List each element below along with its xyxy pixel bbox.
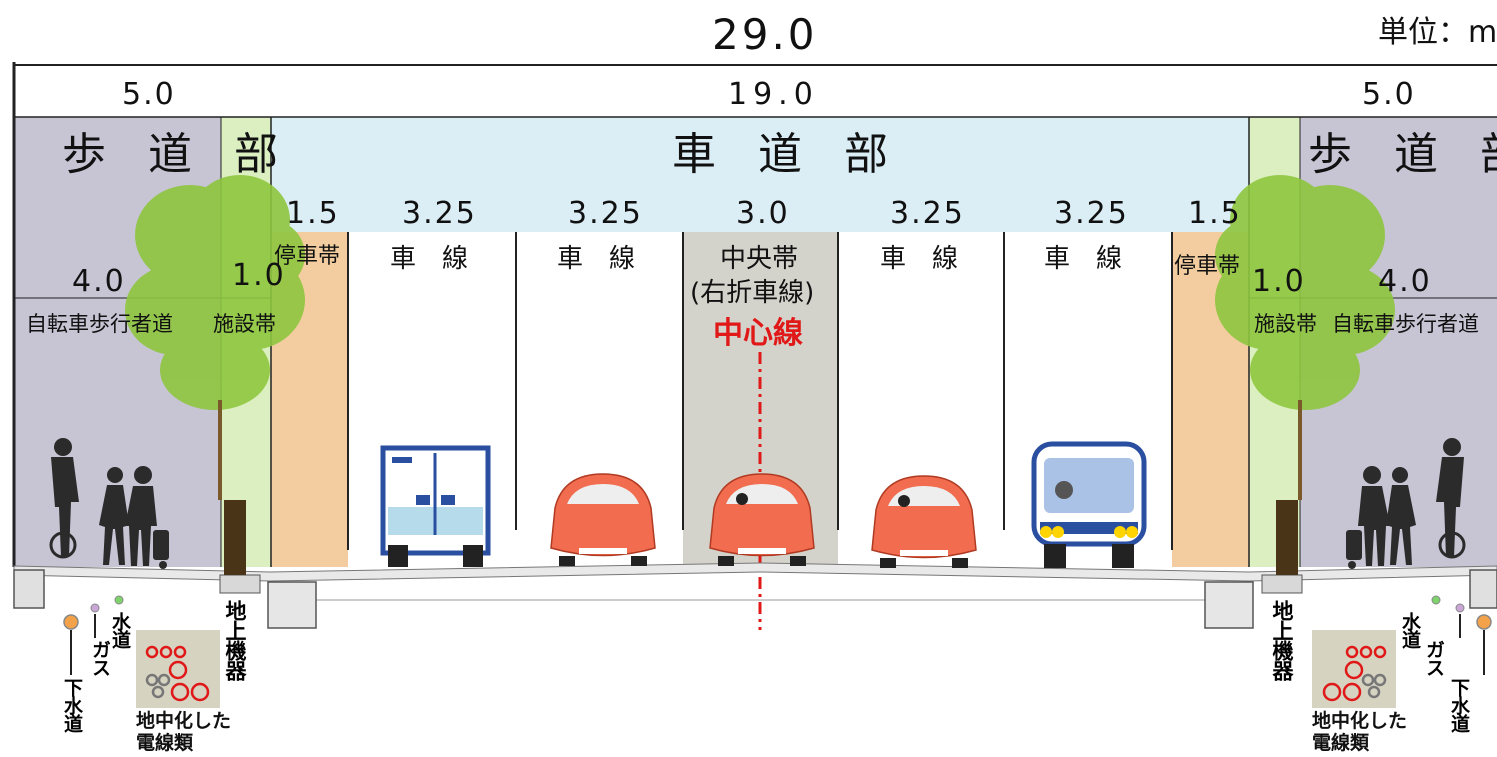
- tree-left-icon: [125, 175, 305, 575]
- sewer-label-left: 下水道: [61, 678, 83, 732]
- roadway-header-zone: [271, 117, 1249, 232]
- bike-path-right-label: 自転車歩行者道: [1332, 312, 1479, 336]
- parking-left-width: 1.5: [286, 196, 340, 231]
- parking-left-label: 停車帯: [274, 244, 341, 269]
- ground-equipment-label-right: 地上機器: [1270, 600, 1294, 680]
- facility-left-label: 施設帯: [213, 312, 276, 336]
- total-width-dimension: 29.0: [712, 10, 818, 59]
- lane1-label: 車 線: [390, 244, 469, 274]
- bike-path-left-label: 自転車歩行者道: [26, 312, 173, 336]
- cable-label-left-2: 電線類: [136, 732, 194, 754]
- gas-label-left: ガス: [89, 640, 111, 676]
- lane3-width: 3.25: [890, 196, 965, 231]
- lane1-width: 3.25: [402, 196, 477, 231]
- truck-icon: [380, 445, 491, 567]
- underground-cables-right-icon: [1312, 630, 1396, 708]
- unit-label: 単位：m: [1378, 15, 1497, 50]
- sewer-label-right: 下水道: [1448, 678, 1470, 732]
- median-label: 中央帯: [720, 244, 799, 274]
- cable-label-right-1: 地中化した: [1312, 710, 1408, 732]
- facility-left-width: 1.0: [232, 258, 286, 293]
- sidewalk-right-width: 5.0: [1362, 77, 1416, 112]
- bus-icon: [1031, 441, 1147, 568]
- car-lane4-icon: [871, 475, 977, 568]
- median-label-sub: (右折車線): [690, 278, 815, 308]
- sidewalk-left-heading: 歩 道 部: [62, 129, 292, 180]
- centerline-label: 中心線: [713, 316, 803, 351]
- bike-path-right-width: 4.0: [1378, 264, 1432, 299]
- ground-equipment-label-left: 地上機器: [223, 600, 247, 680]
- bike-path-left-width: 4.0: [72, 264, 126, 299]
- roadway-heading: 車 道 部: [672, 129, 902, 180]
- water-label-right: 水道: [1399, 612, 1421, 648]
- lane2-width: 3.25: [568, 196, 643, 231]
- utility-pipes-right-icon: [1431, 595, 1492, 675]
- lane3-label: 車 線: [880, 244, 959, 274]
- lane2-label: 車 線: [557, 244, 636, 274]
- cable-label-right-2: 電線類: [1312, 732, 1370, 754]
- pedestrians-right-icon: [1346, 438, 1466, 569]
- lane4-width: 3.25: [1054, 196, 1129, 231]
- car-lane2-icon: [550, 473, 656, 566]
- facility-right-width: 1.0: [1252, 264, 1306, 299]
- roadway-width: 19.0: [728, 77, 819, 112]
- pedestrians-left-icon: [49, 438, 169, 569]
- median-width: 3.0: [736, 196, 790, 231]
- sidewalk-right-heading: 歩 道 部: [1308, 129, 1497, 180]
- car-median-icon: [709, 473, 815, 566]
- tree-right-icon: [1215, 175, 1395, 575]
- sidewalk-left-width: 5.0: [122, 77, 176, 112]
- water-label-left: 水道: [109, 612, 131, 648]
- facility-right-label: 施設帯: [1254, 312, 1317, 336]
- parking-right-width: 1.5: [1188, 196, 1242, 231]
- cable-label-left-1: 地中化した: [136, 710, 232, 732]
- gas-label-right: ガス: [1423, 640, 1445, 676]
- underground-cables-left-icon: [136, 630, 220, 708]
- parking-right-label: 停車帯: [1174, 254, 1241, 279]
- lane4-label: 車 線: [1044, 244, 1123, 274]
- utility-pipes-left-icon: [63, 595, 124, 675]
